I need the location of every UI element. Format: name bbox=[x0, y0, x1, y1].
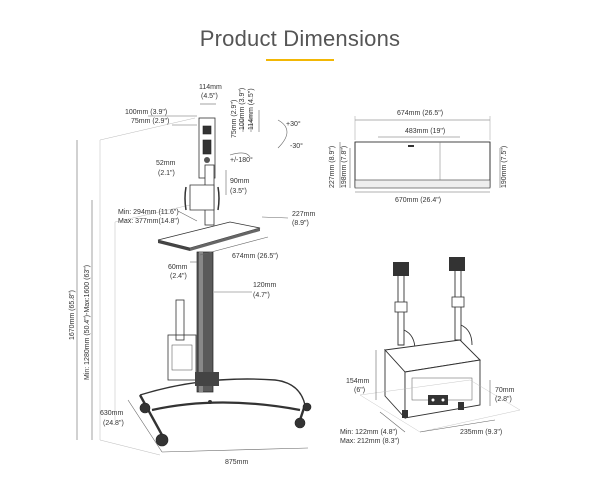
dim-shelf-width: 674mm (26.5") bbox=[232, 253, 278, 260]
dim-top-width-in: (4.5") bbox=[201, 93, 218, 100]
dim-base-width: 875mm bbox=[225, 459, 249, 466]
dim-mount-75: 75mm (2.9") bbox=[131, 118, 169, 125]
dim-cpu-height-70: 70mm bbox=[495, 387, 515, 394]
dim-shelf-height-198: 198mm (7.8") bbox=[341, 146, 348, 188]
dim-height-90: 90mm bbox=[230, 178, 250, 185]
dim-shelf-height-190: 190mm (7.5") bbox=[501, 146, 508, 188]
dim-total-height: 1670mm (65.8") bbox=[69, 290, 76, 340]
caster bbox=[302, 402, 312, 412]
dim-mount-100: 100mm (3.9") bbox=[125, 109, 167, 116]
dim-col-60-in: (2.4") bbox=[170, 273, 187, 280]
dim-height-90-in: (3.5") bbox=[230, 188, 247, 195]
stand-cpu-holder bbox=[167, 334, 197, 381]
dim-vert-114: 114mm (4.5") bbox=[248, 88, 255, 130]
page-title: Product Dimensions bbox=[199, 26, 401, 51]
dim-vert-75: 75mm (2.9") bbox=[231, 100, 238, 138]
dim-col-52: 52mm bbox=[156, 160, 176, 167]
dim-top-width: 114mm bbox=[199, 84, 222, 91]
dim-cpu-height-154: 154mm bbox=[346, 378, 370, 385]
dim-shelf-depth-in: (8.9") bbox=[292, 220, 309, 227]
dim-tilt-up: +30° bbox=[286, 120, 301, 128]
dim-shelf-inner-width: 483mm (19") bbox=[405, 128, 445, 135]
dim-shelf-width-bottom: 670mm (26.4") bbox=[395, 197, 441, 204]
dim-tilt-down: -30° bbox=[290, 142, 303, 150]
dim-shelf-width-top: 674mm (26.5") bbox=[397, 110, 443, 117]
caster bbox=[294, 417, 306, 429]
dim-col-52-in: (2.1") bbox=[158, 170, 175, 177]
dim-cpu-depth: 235mm (9.3") bbox=[460, 429, 502, 436]
dim-shelf-depth: 227mm bbox=[292, 211, 316, 218]
caster bbox=[155, 433, 169, 447]
stand-dimension-lines bbox=[76, 103, 309, 453]
dim-cpu-width-max: Max: 212mm (8.3") bbox=[340, 438, 399, 445]
dim-rotate: +/-180° bbox=[230, 156, 253, 164]
cpu-holder-drawing bbox=[359, 257, 521, 433]
shelf-front-view bbox=[339, 116, 501, 193]
dim-vert-100: 100mm (3.9") bbox=[239, 88, 246, 130]
dim-shelf-max: Max: 377mm(14.8") bbox=[118, 218, 179, 225]
dim-cpu-height-70-in: (2.8") bbox=[495, 396, 512, 403]
dim-col-60: 60mm bbox=[168, 264, 188, 271]
dim-mount-range: Min: 1280mm (50.4")-Max:1600 (63") bbox=[84, 265, 91, 380]
dim-col-120: 120mm bbox=[253, 282, 277, 289]
dim-base-depth: 630mm bbox=[100, 410, 124, 417]
dim-col-120-in: (4.7") bbox=[253, 292, 270, 299]
title-underline bbox=[266, 59, 334, 61]
dim-shelf-height-227: 227mm (8.9") bbox=[329, 146, 336, 188]
dim-shelf-min: Min: 294mm (11.6") bbox=[118, 209, 179, 216]
dim-cpu-width-min: Min: 122mm (4.8") bbox=[340, 429, 397, 436]
caster bbox=[139, 402, 151, 414]
dim-cpu-height-154-in: (6") bbox=[354, 387, 365, 394]
dim-base-depth-in: (24.8") bbox=[103, 420, 124, 427]
floor-stand-drawing bbox=[99, 117, 312, 456]
